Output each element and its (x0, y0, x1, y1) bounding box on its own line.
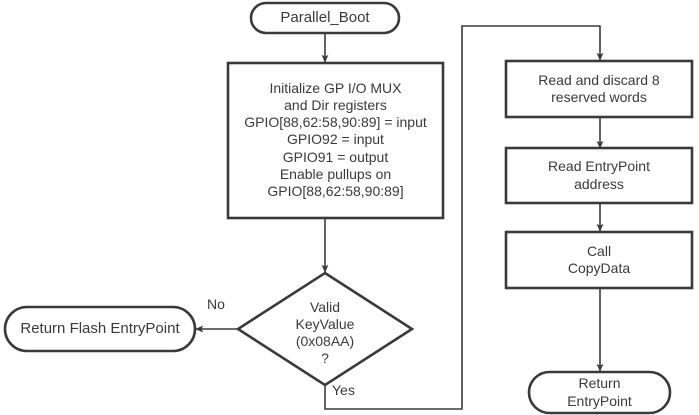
node-call-copydata-shape[interactable] (504, 230, 694, 290)
node-read-discard-shape[interactable] (504, 59, 694, 119)
node-start-terminal-shape[interactable] (249, 1, 401, 35)
node-return-flash-shape[interactable] (3, 305, 197, 353)
node-key-decision-shape[interactable] (235, 271, 415, 387)
node-read-entrypoint-shape[interactable] (504, 146, 694, 205)
node-init-process-shape[interactable] (226, 61, 445, 220)
edge-label-no: No (207, 296, 225, 312)
node-return-entrypoint-shape[interactable] (527, 370, 672, 415)
connector-yes-to-read-discard (324, 25, 604, 410)
edge-label-yes: Yes (332, 382, 355, 398)
